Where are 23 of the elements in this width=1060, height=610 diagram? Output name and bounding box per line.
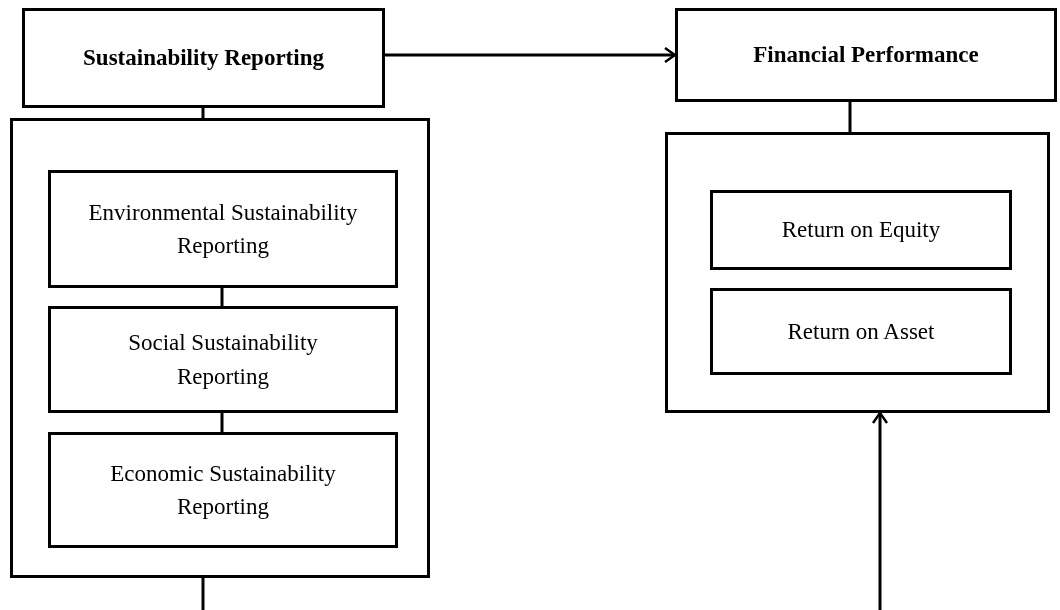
box-label: Financial Performance — [753, 42, 979, 68]
connector-line — [848, 102, 852, 132]
group-box — [665, 132, 1050, 413]
process-box — [48, 170, 398, 288]
process-box — [710, 190, 1012, 270]
connector-line — [201, 578, 205, 610]
box-label: Economic Sustainability Reporting — [110, 460, 336, 519]
process-box — [675, 8, 1057, 102]
arrow — [871, 411, 889, 610]
process-box — [48, 306, 398, 413]
box-label: Social Sustainability Reporting — [128, 330, 318, 389]
box-label: Sustainability Reporting — [83, 45, 324, 71]
box-label: Return on Equity — [781, 217, 941, 243]
process-box — [710, 288, 1012, 375]
connector-line — [220, 288, 224, 306]
group-box — [10, 118, 430, 578]
connector-line — [201, 108, 205, 118]
arrow — [385, 46, 677, 64]
connector-line — [220, 413, 224, 432]
box-label: Return on Asset — [787, 318, 935, 344]
process-box — [22, 8, 385, 108]
box-label: Environmental Sustainability Reporting — [88, 199, 358, 258]
process-box — [48, 432, 398, 548]
